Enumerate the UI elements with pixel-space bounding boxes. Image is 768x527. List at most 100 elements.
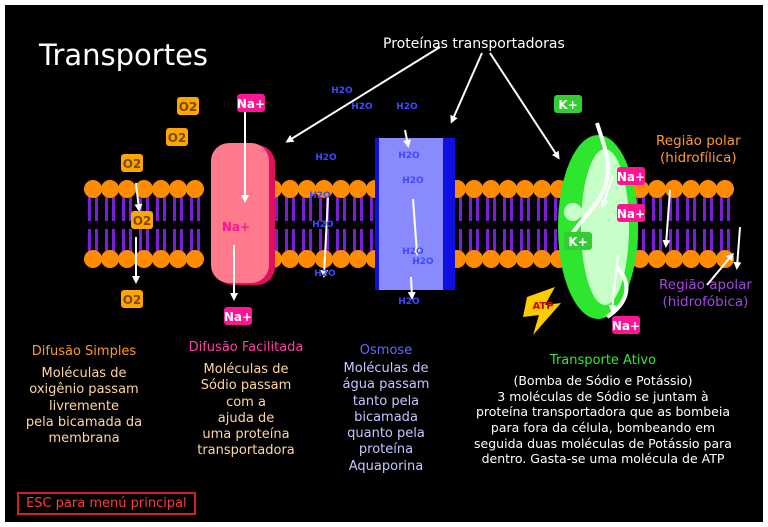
lipid-tail [163,229,166,255]
lipid-tail [676,195,679,221]
lipid-head [533,180,551,198]
sodium-ion-bg [617,204,645,222]
lipid-tail [275,229,278,255]
oxygen-molecule-bg [121,154,143,172]
sodium-ion-bg [224,307,252,325]
esc-main-menu-button[interactable]: ESC para menú principal [17,492,196,515]
lipid-tail [112,195,115,221]
movement-arrow [600,174,614,208]
oxygen-molecule-bg [131,211,153,229]
lipid-tail [652,195,655,221]
movement-arrow [407,276,416,300]
lipid-tail [122,195,125,221]
lipid-tail [554,229,557,255]
oxygen-molecule-bg [177,97,199,115]
potassium-ion: K+ [568,235,587,249]
lipid-head [699,180,717,198]
water-molecule: H2O [312,220,334,230]
lipid-tail [544,195,547,221]
lipid-tail [527,229,530,255]
atp-icon [523,287,561,335]
water-molecule: H2O [309,191,331,201]
lipid-tail [659,195,662,221]
lipid-head [482,180,500,198]
lipid-tail [197,195,200,221]
lipid-tail [727,229,730,255]
lipid-head [516,250,534,268]
lipid-head [101,250,119,268]
lipid-tail [686,195,689,221]
lipid-tail [95,229,98,255]
water-molecule: H2O [398,297,420,307]
lipid-tail [676,229,679,255]
lipid-tail [703,195,706,221]
movement-arrow [706,252,734,286]
oxygen-molecule-bg [166,128,188,146]
lipid-head [169,180,187,198]
lipid-tail [527,195,530,221]
lipid-tail [469,229,472,255]
lipid-head [332,250,350,268]
lipid-tail [669,229,672,255]
oxygen-molecule: O2 [133,214,152,228]
lipid-head [152,180,170,198]
water-molecule: H2O [402,176,424,186]
movement-arrow [733,226,742,270]
lipid-tail [88,229,91,255]
oxygen-molecule: O2 [123,293,142,307]
lipid-tail [360,195,363,221]
lipid-tail [476,229,479,255]
lipid-head [169,250,187,268]
lipid-tail [139,229,142,255]
lipid-tail [493,229,496,255]
water-molecule: H2O [398,151,420,161]
lipid-head [682,180,700,198]
lipid-tail [285,195,288,221]
lipid-tail [486,229,489,255]
lipid-tail [544,229,547,255]
lipid-tail [370,229,373,255]
transport-proteins-label: Proteínas transportadoras [383,36,565,52]
apolar-region-label: Região apolar (hidrofóbica) [659,277,752,310]
lipid-head [716,180,734,198]
lipid-tail [659,229,662,255]
movement-arrow [285,46,441,143]
lipid-head [533,250,551,268]
lipid-head [499,250,517,268]
lipid-tail [197,229,200,255]
lipid-tail [309,229,312,255]
lipid-tail [129,195,132,221]
lipid-tail [309,195,312,221]
lipid-head [186,180,204,198]
oxygen-molecule-bg [121,290,143,308]
lipid-tail [503,229,506,255]
simple-diffusion-description: Moléculas de oxigênio passam livremente … [25,366,143,446]
sodium-ion: Na+ [224,310,252,324]
pump-curve-arrow [605,265,629,319]
lipid-tail [353,195,356,221]
lipid-tail [173,229,176,255]
lipid-tail [727,195,730,221]
lipid-tail [319,195,322,221]
lipid-tail [88,195,91,221]
water-molecule: H2O [402,247,424,257]
lipid-head [465,250,483,268]
movement-arrow [403,129,411,148]
lipid-tail [336,229,339,255]
lipid-tail [642,229,645,255]
aquaporin-protein [379,138,443,290]
lipid-tail [493,195,496,221]
facilitated-diffusion-description: Moléculas de Sódio passam com a ajuda de… [197,362,295,459]
potassium-ion: K+ [558,98,577,112]
lipid-head [682,250,700,268]
lipid-tail [180,229,183,255]
lipid-head [499,180,517,198]
lipid-head [349,180,367,198]
potassium-ion-bg [564,232,592,250]
lipid-tail [710,229,713,255]
lipid-tail [469,195,472,221]
simple-diffusion-title: Difusão Simples [31,344,137,359]
